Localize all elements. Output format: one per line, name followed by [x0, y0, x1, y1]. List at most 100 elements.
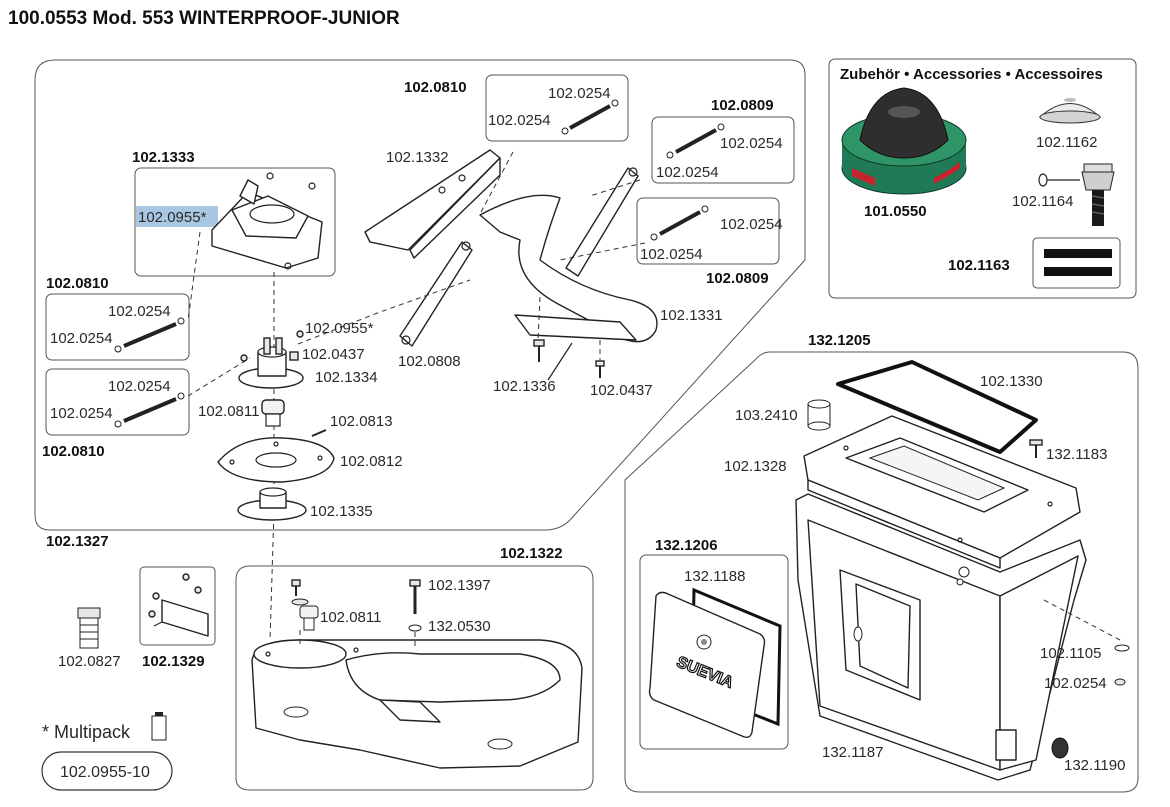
- part-label: 102.1397: [428, 577, 491, 594]
- part-box-102-0810-a: [45, 293, 190, 361]
- group-label: 102.1329: [142, 653, 205, 670]
- part-label: 102.1328: [724, 458, 787, 475]
- screw-icon: [240, 330, 304, 362]
- nut-102-0254: [1114, 678, 1126, 686]
- accessory-label: 101.0550: [864, 203, 927, 220]
- part-label: 102.0254: [488, 112, 551, 129]
- part-label: 102.0254: [50, 330, 113, 347]
- part-label: 132.0530: [428, 618, 491, 635]
- accessories-title: Zubehör • Accessories • Accessoires: [840, 66, 1103, 83]
- accessory-102-1162-image: [1038, 98, 1102, 124]
- part-label: 132.1188: [684, 568, 745, 585]
- multipack-code-badge: [41, 751, 173, 791]
- part-label: 102.0254: [108, 378, 171, 395]
- leader-line: [547, 342, 573, 381]
- part-box-102-0810-b: [45, 368, 190, 436]
- part-label: 102.0808: [398, 353, 461, 370]
- cup-103-2410: [807, 399, 831, 431]
- part-label: 102.0254: [1044, 675, 1107, 692]
- strip-icon: [1044, 267, 1112, 276]
- accessory-label: 102.1164: [1012, 193, 1073, 210]
- part-label: 102.1334: [315, 369, 378, 386]
- rod-102-0809: [650, 205, 709, 241]
- rod-102-0810: [561, 99, 619, 135]
- page-title: 100.0553 Mod. 553 WINTERPROOF-JUNIOR: [8, 8, 400, 29]
- screw-icon: [291, 579, 309, 606]
- part-label: 102.1105: [1040, 645, 1101, 662]
- part-label: 103.2410: [735, 407, 798, 424]
- screw-icon: [595, 360, 605, 378]
- part-label: 102.0812: [340, 453, 403, 470]
- part-label: 102.0827: [58, 653, 121, 670]
- part-box-102-0810-top: [485, 74, 629, 142]
- bolt-102-1397: [409, 579, 421, 614]
- group-frame-102-1322: [235, 565, 594, 791]
- holder-102-1334: [238, 337, 304, 389]
- multipack-code: 102.0955-10: [60, 764, 150, 781]
- rod-102-0809: [666, 123, 725, 159]
- washer-102-1105: [1114, 644, 1130, 652]
- screw-132-1183: [1029, 439, 1043, 458]
- part-label: 102.0254: [548, 85, 611, 102]
- accessories-box: [828, 58, 1137, 299]
- part-box-102-0809-a: [651, 116, 795, 184]
- fitting-102-0827: [77, 607, 101, 649]
- accessory-label: 102.1162: [1036, 134, 1097, 151]
- part-label: 102.0254: [108, 303, 171, 320]
- group-label: 102.1333: [132, 149, 195, 166]
- accessory-101-0550-image: [841, 87, 967, 195]
- door-132-1206: SUEVIA: [648, 587, 782, 739]
- bracket-102-1329: [148, 573, 209, 637]
- part-label: 102.0813: [330, 413, 393, 430]
- group-label: 102.0809: [711, 97, 774, 114]
- part-box-102-0809-b: [636, 197, 780, 265]
- multipack-label: * Multipack: [42, 722, 131, 742]
- part-label: 132.1187: [822, 744, 883, 761]
- group-label: 102.0810: [46, 275, 109, 292]
- assembly-line: [559, 242, 646, 261]
- strip-icon: [1044, 249, 1112, 258]
- assembly-line: [187, 357, 251, 397]
- part-label: 102.0254: [640, 246, 703, 263]
- knob-102-0811: [299, 605, 319, 631]
- screw-icon: [533, 339, 545, 362]
- part-label: 102.1336: [493, 378, 556, 395]
- pin-102-0813: [311, 429, 327, 437]
- part-label: 102.0955*: [305, 320, 374, 337]
- group-label: 132.1205: [808, 332, 871, 349]
- group-label: 102.1322: [500, 545, 563, 562]
- gasket-102-0812: [217, 437, 335, 483]
- part-label: 132.1190: [1064, 757, 1125, 774]
- base-102-1335: [237, 487, 307, 521]
- part-label: 102.0254: [656, 164, 719, 181]
- lid-102-1328: [803, 415, 1081, 569]
- container-132-1187: [795, 493, 1087, 781]
- group-frame-132-1205: [624, 351, 1139, 793]
- group-label: 102.0810: [42, 443, 105, 460]
- multipack-icon: [151, 712, 167, 741]
- assembly-line: [187, 231, 201, 321]
- feeder-base-102-1322: [251, 639, 583, 769]
- part-label: 102.0811: [320, 609, 381, 626]
- part-label: 102.1330: [980, 373, 1043, 390]
- part-label-highlighted[interactable]: 102.0955*: [138, 209, 207, 226]
- seal-102-1330: [836, 360, 1038, 454]
- part-label: 102.1331: [660, 307, 723, 324]
- part-label: 102.0254: [720, 135, 783, 152]
- part-label: 132.1183: [1046, 446, 1107, 463]
- part-label: 102.0437: [590, 382, 653, 399]
- rod-102-0810: [114, 317, 185, 353]
- washer-132-0530: [408, 624, 422, 632]
- knob-102-0811: [261, 399, 285, 427]
- group-label: 102.1327: [46, 533, 109, 550]
- part-label: 102.0254: [50, 405, 113, 422]
- part-label: 102.0437: [302, 346, 365, 363]
- part-label: 102.1332: [386, 149, 449, 166]
- roof-arm-assembly: [364, 149, 658, 347]
- group-label: 102.0810: [404, 79, 467, 96]
- highlighted-part-label-bg: [136, 206, 218, 227]
- assembly-line: [537, 296, 541, 341]
- group-label: 132.1206: [655, 537, 718, 554]
- upper-group-frame: [34, 59, 806, 531]
